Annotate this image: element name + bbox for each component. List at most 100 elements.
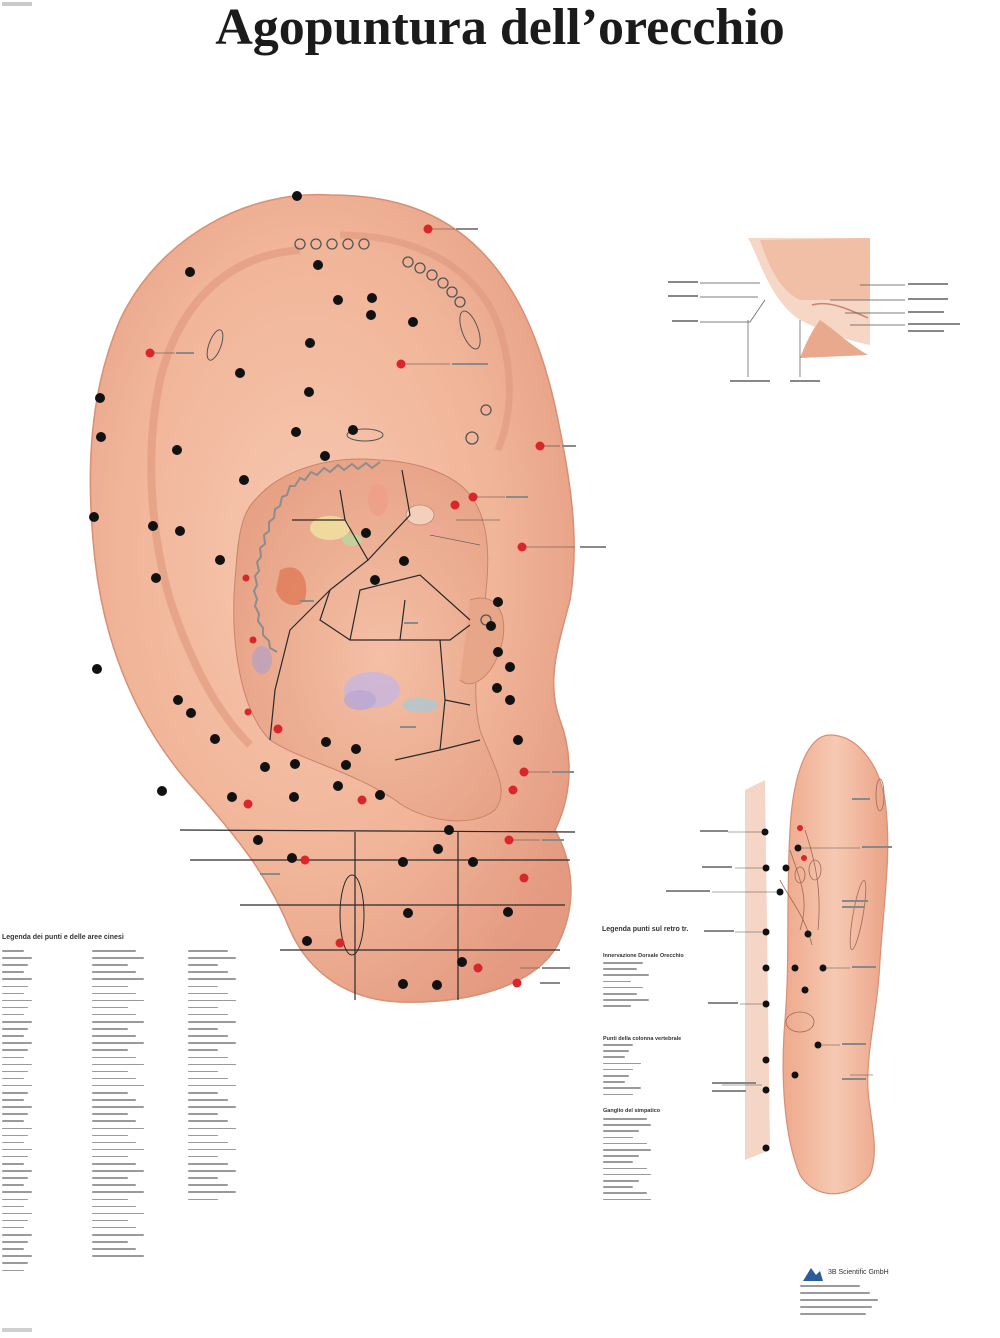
legend-entry xyxy=(92,1028,128,1030)
corner-mark xyxy=(2,2,32,6)
legend-entry xyxy=(92,1205,136,1208)
legend-entry xyxy=(603,1044,633,1046)
legend-entry xyxy=(188,1049,218,1051)
acupoints-black xyxy=(89,191,523,990)
legend-entry xyxy=(2,1049,28,1051)
legend-entry xyxy=(2,1198,28,1201)
legend-entry xyxy=(2,1042,32,1044)
legend-entry xyxy=(2,1006,28,1009)
legend-entry xyxy=(92,1084,144,1087)
legend-entry xyxy=(2,1148,32,1151)
legend-entry xyxy=(2,1212,32,1215)
legend-entry xyxy=(2,1106,32,1108)
legend-back-section-1: Innervazione Dorsale Orecchio xyxy=(603,953,684,959)
legend-entry xyxy=(92,1049,128,1051)
legend-entry xyxy=(2,1248,24,1250)
legend-entry xyxy=(2,1205,24,1208)
legend-entry xyxy=(92,1006,128,1009)
legend-entry xyxy=(188,1170,236,1172)
legend-entry xyxy=(2,957,32,959)
legend-entry xyxy=(2,985,28,988)
legend-entry xyxy=(603,1081,625,1083)
legend-entry xyxy=(188,999,236,1002)
legend-entry xyxy=(2,1035,24,1037)
legend-entry xyxy=(2,1262,28,1264)
legend-entry xyxy=(92,1212,144,1215)
helix-rim xyxy=(147,246,301,748)
legend-entry xyxy=(2,1177,28,1179)
legend-entry xyxy=(2,1120,24,1122)
legend-entry xyxy=(92,1042,144,1044)
legend-entry xyxy=(92,1013,136,1016)
legend-entry xyxy=(603,1118,647,1120)
publisher-logo-icon xyxy=(803,1268,823,1281)
legend-entry xyxy=(603,1186,633,1188)
legend-entry xyxy=(92,1219,128,1222)
legend-entry xyxy=(188,1163,228,1165)
legend-entry xyxy=(188,950,228,952)
legend-entry xyxy=(2,1077,24,1080)
legend-entry xyxy=(92,999,144,1002)
legend-entry xyxy=(92,1234,144,1236)
legend-entry xyxy=(603,962,643,964)
legend-entry xyxy=(92,1191,144,1193)
legend-entry xyxy=(603,993,637,995)
legend-entry xyxy=(603,1136,633,1139)
legend-entry xyxy=(188,1028,218,1030)
legend-entry xyxy=(92,1099,136,1101)
legend-entry xyxy=(603,986,643,989)
legend-entry xyxy=(603,1192,647,1194)
lobe-grid xyxy=(179,829,576,1000)
organ-patch-orange xyxy=(276,567,307,606)
legend-entry xyxy=(92,1148,144,1151)
legend-entry xyxy=(603,1056,625,1058)
legend-entry xyxy=(2,1099,24,1101)
legend-entry xyxy=(188,964,218,966)
legend-entry xyxy=(603,1093,633,1096)
legend-entry xyxy=(188,1148,236,1151)
legend-entry xyxy=(188,1092,218,1094)
legend-entry xyxy=(2,1269,24,1272)
legend-entry xyxy=(2,1021,32,1023)
legend-entry xyxy=(603,1149,651,1151)
legend-entry xyxy=(92,971,136,973)
legend-entry xyxy=(188,1070,218,1073)
legend-entry xyxy=(92,1134,128,1137)
legend-entry xyxy=(2,978,32,980)
legend-entry xyxy=(188,1084,236,1087)
legend-entry xyxy=(603,999,649,1001)
organ-patch-heart xyxy=(252,646,272,674)
legend-entry xyxy=(2,1141,24,1144)
legend-entry xyxy=(2,1155,28,1158)
legend-entry xyxy=(2,950,24,952)
legend-entry xyxy=(188,1106,236,1108)
legend-entry xyxy=(2,1092,28,1094)
legend-entry xyxy=(2,1113,28,1115)
legend-entry xyxy=(603,1062,641,1065)
legend-entry xyxy=(2,1226,24,1229)
legend-entry xyxy=(92,978,144,980)
legend-back-section-3: Ganglio del simpatico xyxy=(603,1108,661,1114)
legend-entry xyxy=(188,1177,218,1179)
legend-entry xyxy=(188,1127,236,1130)
legend-entry xyxy=(188,1155,218,1158)
legend-entry xyxy=(188,985,218,988)
legend-entry xyxy=(603,1198,651,1201)
legend-entry xyxy=(603,1142,647,1145)
legend-entry xyxy=(188,1134,218,1137)
legend-entry xyxy=(188,1120,228,1122)
legend-entry xyxy=(603,1005,631,1007)
legend-entry xyxy=(188,971,228,973)
legend-entry xyxy=(92,1056,136,1059)
legend-entry xyxy=(92,1248,136,1250)
legend-entry xyxy=(188,1191,236,1193)
legend-back-heading: Legenda punti sul retro tr. xyxy=(602,926,689,933)
legend-entry xyxy=(603,1075,629,1077)
legend-entry xyxy=(188,1056,228,1059)
legend-entry xyxy=(188,1021,236,1023)
legend-main-heading: Legenda dei punti e delle aree cinesi xyxy=(2,934,124,941)
legend-entry xyxy=(188,1099,228,1101)
legend-entry xyxy=(92,1163,136,1165)
organ-patch-green xyxy=(342,534,362,546)
